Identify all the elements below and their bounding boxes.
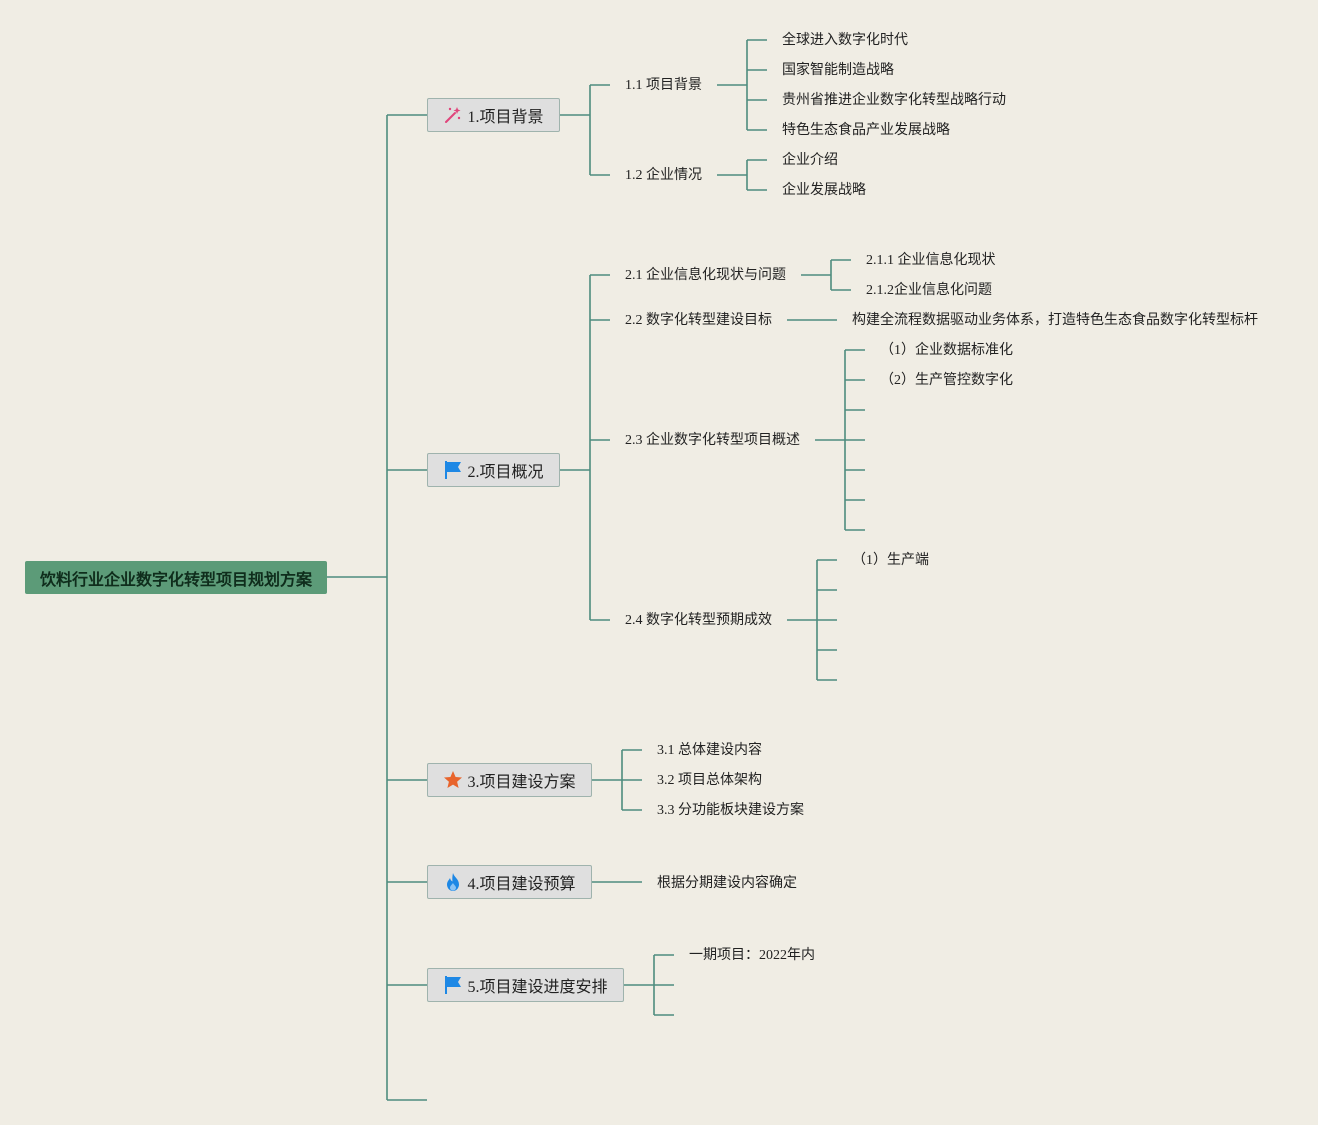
magic-wand-icon: [443, 105, 463, 125]
leaf-item[interactable]: 根据分期建设内容确定: [657, 876, 797, 891]
leaf-item[interactable]: 3.3 分功能板块建设方案: [657, 803, 804, 818]
topic-project-overview[interactable]: 2.项目概况: [427, 453, 560, 487]
leaf-item[interactable]: 2.1.2企业信息化问题: [866, 283, 992, 298]
topic-label: 4.项目建设预算: [467, 876, 576, 893]
leaf-item[interactable]: 企业发展战略: [782, 183, 866, 198]
leaf-item[interactable]: 一期项目：2022年内: [689, 948, 815, 963]
fire-icon: [443, 872, 463, 892]
leaf-item[interactable]: （2）生产管控数字化: [880, 373, 1013, 388]
leaf-item[interactable]: 国家智能制造战略: [782, 63, 894, 78]
topic-label: 2.项目概况: [467, 464, 544, 481]
root-topic-label: 饮料行业企业数字化转型项目规划方案: [39, 571, 312, 589]
topic-construction-plan[interactable]: 3.项目建设方案: [427, 763, 592, 797]
subtopic-2-4[interactable]: 2.4 数字化转型预期成效: [625, 613, 772, 628]
leaf-item[interactable]: 贵州省推进企业数字化转型战略行动: [782, 93, 1006, 108]
leaf-item[interactable]: 企业介绍: [782, 153, 838, 168]
leaf-item[interactable]: 构建全流程数据驱动业务体系，打造特色生态食品数字化转型标杆: [852, 313, 1258, 328]
flag-icon: [443, 975, 463, 995]
subtopic-1-2[interactable]: 1.2 企业情况: [625, 168, 702, 183]
topic-schedule[interactable]: 5.项目建设进度安排: [427, 968, 624, 1002]
flag-icon: [443, 460, 463, 480]
topic-label: 3.项目建设方案: [467, 774, 576, 791]
subtopic-2-2[interactable]: 2.2 数字化转型建设目标: [625, 313, 772, 328]
leaf-item[interactable]: 3.2 项目总体架构: [657, 773, 762, 788]
root-topic[interactable]: 饮料行业企业数字化转型项目规划方案: [25, 561, 327, 594]
topic-label: 5.项目建设进度安排: [467, 979, 608, 996]
topic-label: 1.项目背景: [467, 109, 544, 126]
leaf-item[interactable]: 3.1 总体建设内容: [657, 743, 762, 758]
leaf-item[interactable]: （1）企业数据标准化: [880, 343, 1013, 358]
leaf-item[interactable]: 2.1.1 企业信息化现状: [866, 253, 996, 268]
leaf-item[interactable]: 特色生态食品产业发展战略: [782, 123, 950, 138]
leaf-item[interactable]: 全球进入数字化时代: [782, 33, 908, 48]
topic-construction-budget[interactable]: 4.项目建设预算: [427, 865, 592, 899]
subtopic-1-1[interactable]: 1.1 项目背景: [625, 78, 702, 93]
leaf-item[interactable]: （1）生产端: [852, 553, 929, 568]
subtopic-2-1[interactable]: 2.1 企业信息化现状与问题: [625, 268, 786, 283]
star-icon: [443, 770, 463, 790]
subtopic-2-3[interactable]: 2.3 企业数字化转型项目概述: [625, 433, 800, 448]
topic-project-background[interactable]: 1.项目背景: [427, 98, 560, 132]
